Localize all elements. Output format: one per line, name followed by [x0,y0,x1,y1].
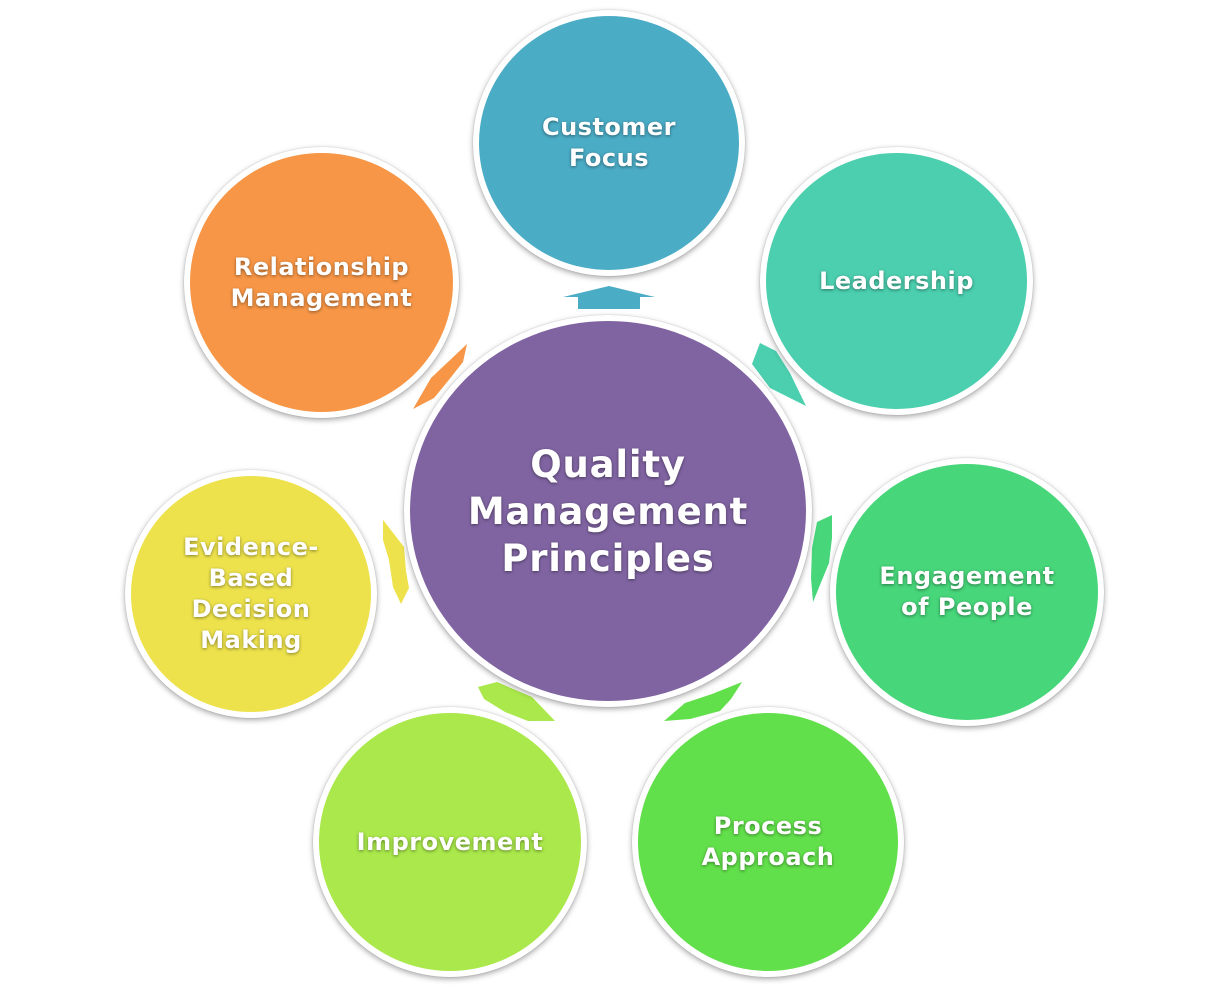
principle-node-relationship-management: Relationship Management [184,147,459,418]
arrow-icon [413,344,467,409]
principle-node-evidence-based-decision-making: Evidence- Based Decision Making [125,470,377,718]
principle-node-leadership: Leadership [760,147,1033,415]
arrow-icon [752,343,806,406]
principle-node-engagement-of-people: Engagement of People [830,458,1104,726]
center-title: Quality Management Principles [467,442,749,580]
principle-label: Leadership [819,266,974,295]
principle-label: Relationship Management [230,252,413,312]
arrow-icon [478,682,555,721]
center-node: Quality Management Principles [404,315,812,707]
principle-node-process-approach: Process Approach [632,707,904,977]
principle-node-improvement: Improvement [313,707,587,977]
principle-label: Process Approach [701,812,835,871]
principle-label: Customer Focus [541,113,677,172]
arrow-icon [383,520,409,604]
up-arrow-icon [563,286,655,309]
arrow-icon [664,682,742,721]
arrow-icon [811,515,832,602]
principle-label: Improvement [356,827,544,856]
principle-label: Evidence- Based Decision Making [183,533,319,654]
principle-node-customer-focus: Customer Focus [473,10,745,276]
principle-label: Engagement of People [879,562,1055,621]
